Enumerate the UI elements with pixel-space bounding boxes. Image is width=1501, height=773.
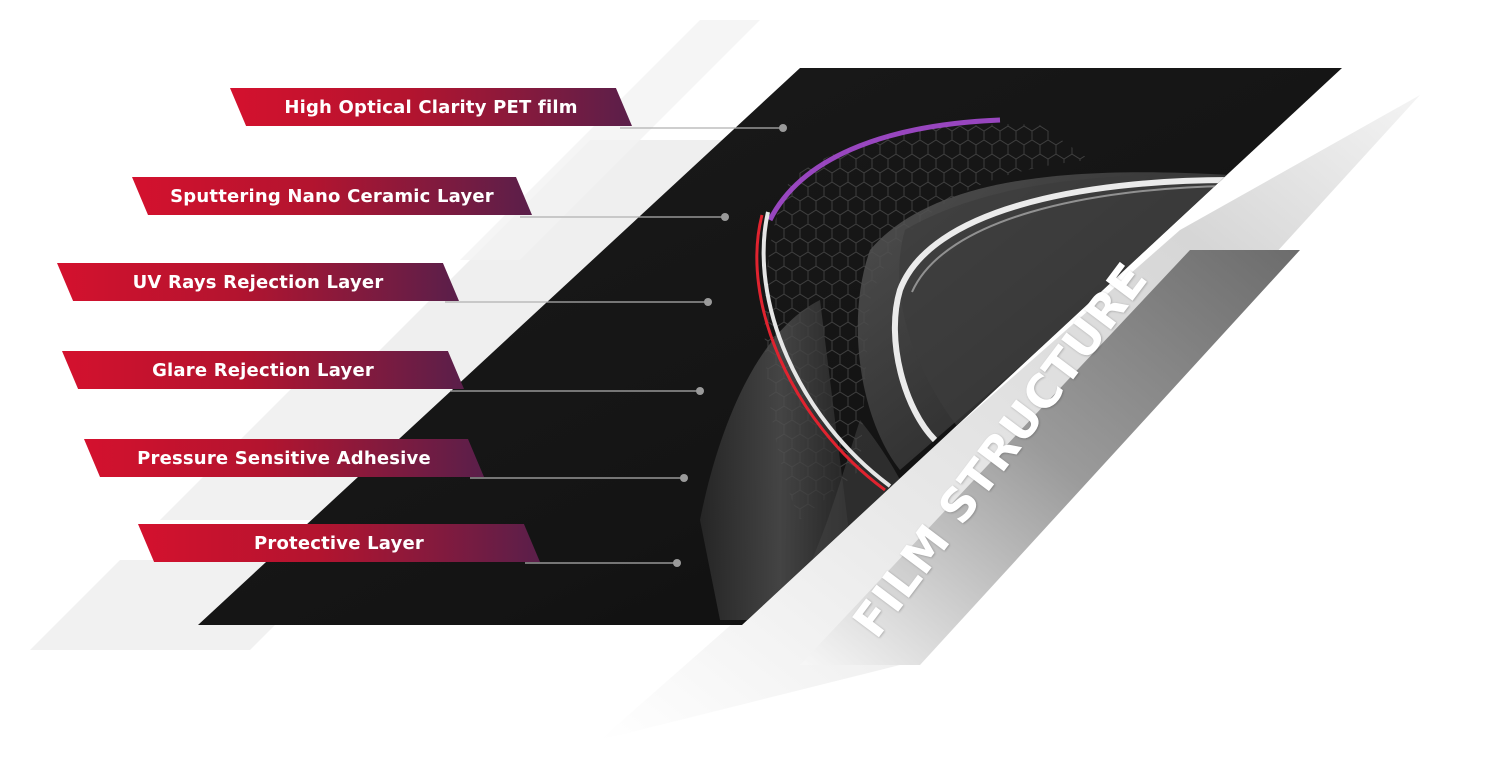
title-band <box>800 250 1300 665</box>
layer-label-protective: Protective Layer <box>138 524 540 562</box>
connector-dot-5 <box>680 474 688 482</box>
connector-dot-6 <box>673 559 681 567</box>
connector-dots <box>673 124 787 567</box>
layer-label-pet-film: High Optical Clarity PET film <box>230 88 632 126</box>
connector-dot-2 <box>721 213 729 221</box>
connector-dot-4 <box>696 387 704 395</box>
connector-lines <box>445 127 783 564</box>
layer-label-adhesive: Pressure Sensitive Adhesive <box>84 439 484 477</box>
connector-dot-3 <box>704 298 712 306</box>
connector-dot-1 <box>779 124 787 132</box>
layer-label-uv-rejection: UV Rays Rejection Layer <box>57 263 459 301</box>
layer-label-nano-ceramic: Sputtering Nano Ceramic Layer <box>132 177 532 215</box>
layer-label-glare-rejection: Glare Rejection Layer <box>62 351 464 389</box>
